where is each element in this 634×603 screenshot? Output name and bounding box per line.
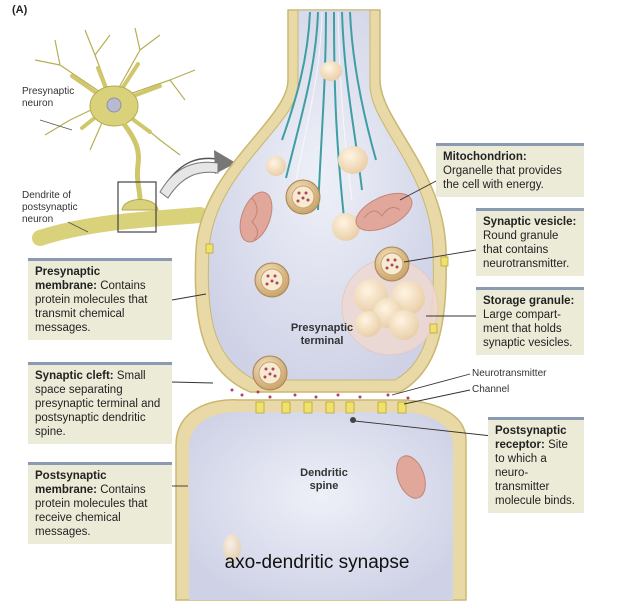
callout-text: Contains protein molecules that receive … [35,484,148,538]
callout-presynaptic-membrane: Presynaptic membrane: Contains protein m… [28,258,172,340]
callout-text: Round granule that contains neurotransmi… [483,230,570,270]
callout-synaptic-cleft: Synaptic cleft: Small space separating p… [28,362,172,444]
presynaptic-neuron-inset [32,27,236,246]
label-neurotransmitter: Neurotransmitter [472,368,547,379]
callout-term: Synaptic vesicle: [483,216,577,228]
caption: axo-dendritic synapse [224,552,410,573]
vesicle-2 [254,262,290,298]
presynaptic-terminal [194,9,449,393]
callout-storage-granule: Storage granule: Large compart­ment that… [476,287,584,355]
label-channel: Channel [472,384,510,395]
panel-label: (A) [12,4,28,16]
vesicle-4 [252,355,288,391]
callout-text: Organelle that provides the cell with en… [443,165,562,191]
callout-term: Storage granule: [483,295,575,307]
callout-term: Mitochondrion: [443,151,527,163]
vesicle-1 [285,179,321,215]
callout-term: Postsynaptic membrane: [35,470,107,496]
leader-lines [171,179,493,487]
label-dendrite-postsynaptic: Dendrite of postsynaptic neuron [22,190,78,225]
callout-postsynaptic-membrane: Postsynaptic membrane: Contains protein … [28,462,172,544]
callout-term: Synaptic cleft: [35,370,114,382]
callout-text: Contains protein molecules that transmit… [35,280,148,334]
callout-text: Site to which a neuro­transmitter molecu… [495,439,575,507]
dendritic-spine [175,388,467,601]
callout-term: Postsynaptic receptor: [495,425,567,451]
label-presynaptic-terminal: Presynaptic terminal [290,322,354,347]
callout-text: Large compart­ment that holds synaptic v… [483,309,573,349]
label-dendritic-spine: Dendritic spine [300,467,348,492]
vesicle-3 [374,246,410,282]
callout-postsynaptic-receptor: Postsynaptic receptor: Site to which a n… [488,417,584,513]
label-presynaptic-neuron: Presynaptic neuron [22,86,75,109]
callout-synaptic-vesicle: Synaptic vesicle: Round granule that con… [476,208,584,276]
callout-term: Presynaptic membrane: [35,266,101,292]
callout-mitochondrion: Mitochondrion: Organelle that provides t… [436,143,584,197]
callout-text: Small space separating presynaptic termi… [35,370,161,438]
